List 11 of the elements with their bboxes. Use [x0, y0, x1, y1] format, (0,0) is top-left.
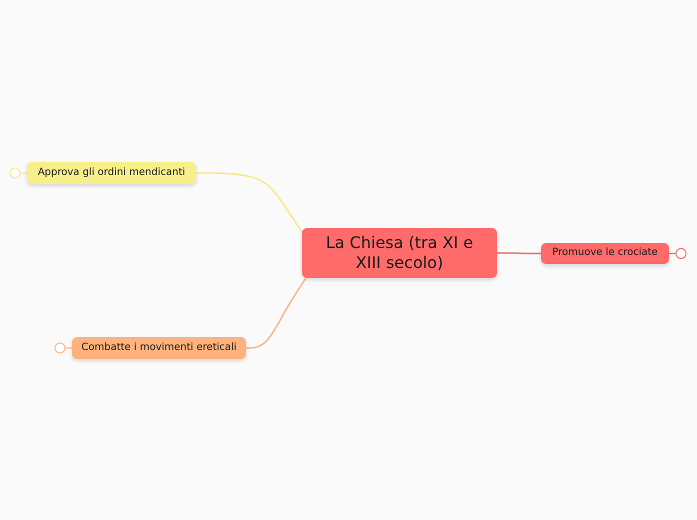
- topic-text: Combatte i movimenti ereticali: [81, 342, 237, 354]
- central-topic-text: La Chiesa (tra XI e XIII secolo): [324, 233, 474, 273]
- connector-line: [196, 172, 303, 232]
- connector-line: [497, 252, 541, 254]
- central-topic-box: [302, 228, 497, 278]
- topic-box: [27, 162, 196, 184]
- connector-line: [246, 278, 307, 349]
- topic-text: Promuove le crociate: [552, 247, 658, 260]
- topic-box: [72, 337, 246, 359]
- topic-text: Approva gli ordini mendicanti: [38, 166, 186, 180]
- topic-box: [541, 243, 669, 264]
